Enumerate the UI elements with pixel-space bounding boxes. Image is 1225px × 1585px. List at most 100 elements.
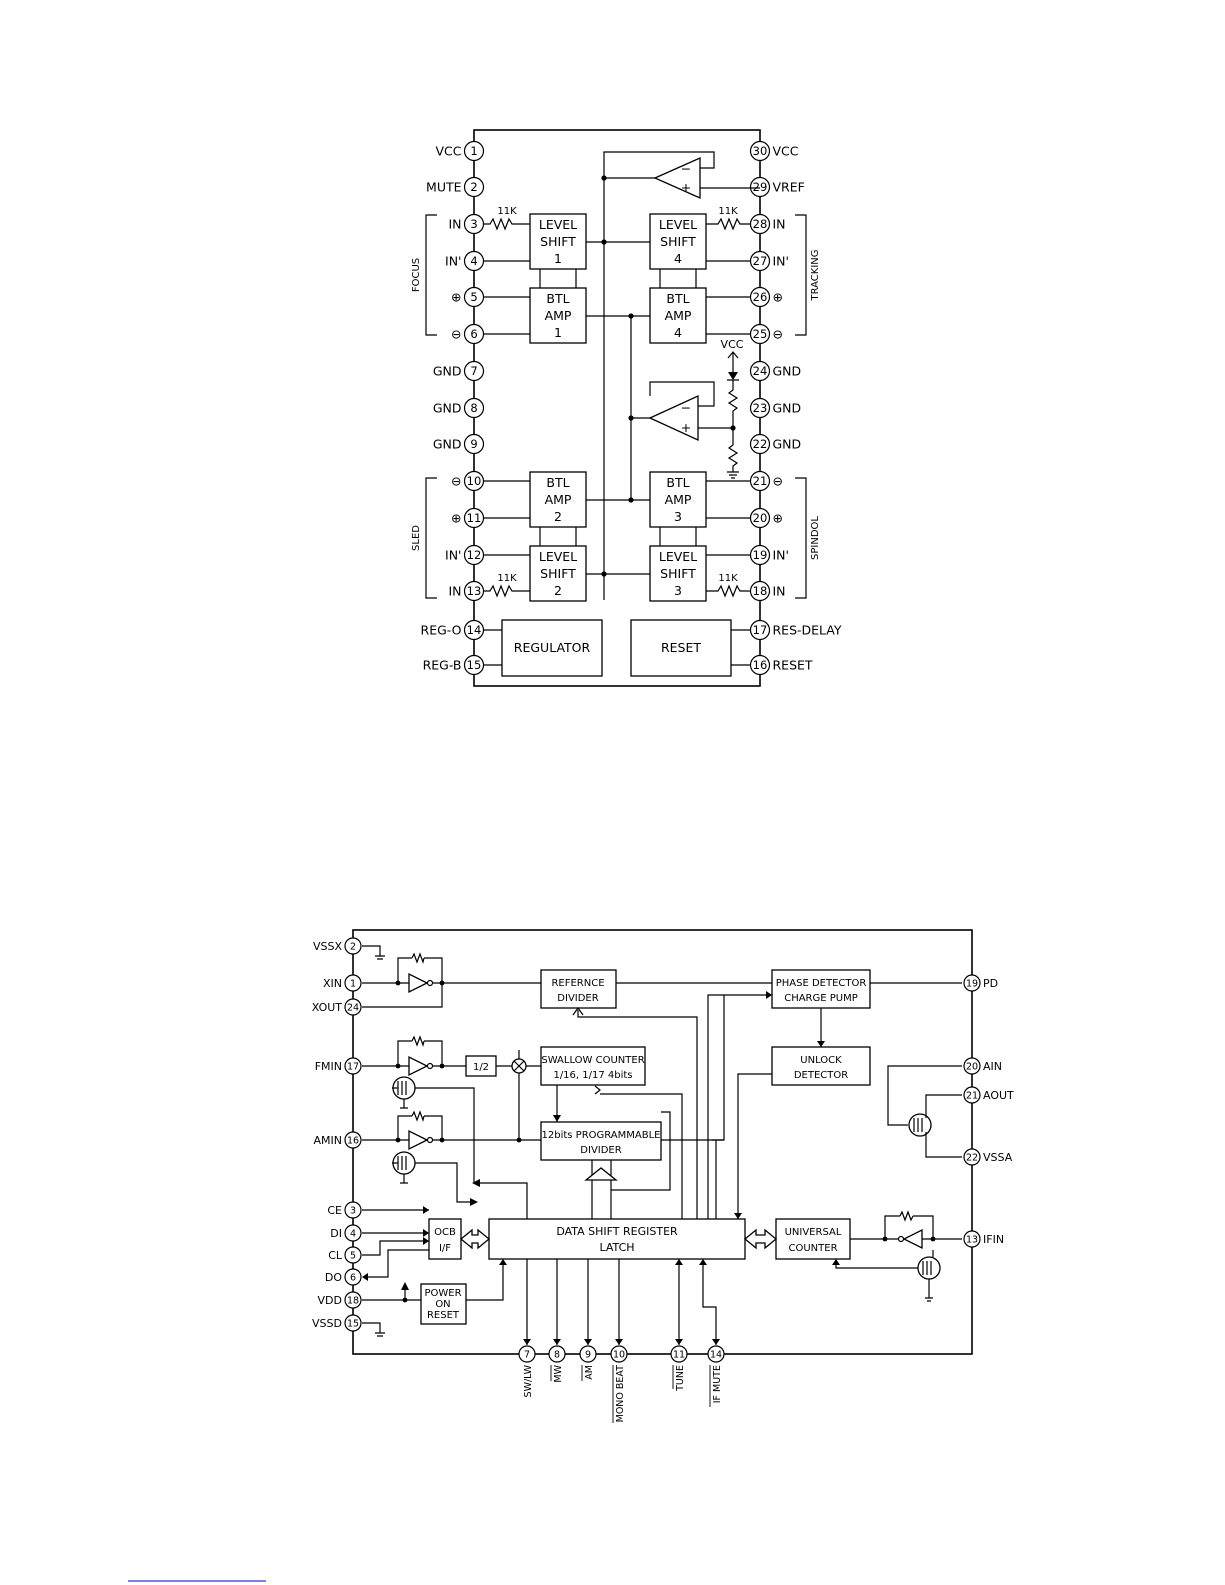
pin-label: IN [773,217,786,232]
svg-text:3: 3 [674,583,682,598]
pin-label: VCC [435,144,461,159]
pin-label: GND [433,437,462,452]
pin-21: 21 ⊖ [749,470,783,492]
pin-4: 4DI [330,1224,362,1242]
pin-label: VDD [318,1294,342,1307]
pin-label: VSSD [312,1317,342,1330]
svg-text:4: 4 [674,251,682,266]
svg-text:REFERNCE: REFERNCE [551,978,604,989]
svg-text:−: − [681,161,691,176]
universal-counter: UNIVERSAL COUNTER [775,1218,851,1260]
pin-number: 13 [966,1234,978,1245]
btl-amp-3: BTL AMP 3 [649,471,707,528]
pin-number: 4 [470,254,477,268]
pin-label: VSSA [983,1151,1013,1164]
svg-text:DIVIDER: DIVIDER [557,993,598,1004]
pin-number: 5 [350,1250,356,1261]
pin-number: 18 [347,1295,359,1306]
pin-number: 18 [753,584,768,598]
resistor-11k-pin13: 11K [497,573,517,584]
svg-text:SHIFT: SHIFT [660,234,696,249]
pin-4: 4IN' [445,250,485,272]
pin-15: 15 VSSD [312,1314,362,1332]
pin-label: DI [330,1227,342,1240]
svg-text:BTL: BTL [546,475,569,490]
pin-20: 20⊕ [749,507,783,529]
pin-label: GND [773,401,802,416]
svg-text:LEVEL: LEVEL [539,549,577,564]
svg-text:CHARGE PUMP: CHARGE PUMP [784,993,858,1004]
vcc-divider-label: VCC [721,338,744,351]
pin-number: 16 [753,658,768,672]
ic2-left-pins: 2VSSX1XIN24XOUT17FMIN16AMIN3CE4DI5CL6DO1… [312,937,362,1332]
svg-text:1/2: 1/2 [473,1062,489,1073]
phase-detector-charge-pump: PHASE DETECTOR CHARGE PUMP [771,969,871,1009]
pin-label: ⊖ [773,474,783,489]
svg-text:RESET: RESET [427,1310,460,1321]
pin-number: 22 [753,437,768,451]
pin-label: IFIN [983,1233,1004,1246]
bias-opamp: − + [648,394,699,442]
reference-divider: REFERNCE DIVIDER [540,969,617,1009]
svg-text:UNLOCK: UNLOCK [800,1055,842,1066]
pin-number: 23 [753,401,768,415]
pin-label: XIN [323,977,342,990]
pin-number: 1 [350,978,356,989]
pin-number: 21 [753,474,768,488]
pin-number: 15 [347,1318,359,1329]
sled-bracket [425,477,437,599]
btl-amp-1: BTL AMP 1 [529,287,587,344]
pin-label: MONO BEAT [615,1365,626,1423]
pin-number: 17 [347,1061,359,1072]
svg-text:SHIFT: SHIFT [660,566,696,581]
pin-number: 7 [470,364,477,378]
pin-number: 9 [470,437,477,451]
pin-13: 13 IFIN [963,1230,1004,1248]
pin-number: 9 [585,1349,591,1360]
pin-18: 18 VDD [318,1291,362,1309]
pin-label: IN [773,584,786,599]
ic1-left-pins: 1VCC2MUTE3IN4IN'5⊕6⊖7GND8GND9GND10⊖11⊕12… [421,140,485,676]
pin-5: 5⊕ [451,286,485,308]
svg-text:SWALLOW COUNTER: SWALLOW COUNTER [541,1055,644,1066]
servo-driver-block-diagram: 1VCC2MUTE3IN4IN'5⊕6⊖7GND8GND9GND10⊖11⊕12… [411,129,842,687]
svg-text:3: 3 [674,509,682,524]
pin-label: GND [433,401,462,416]
pin-number: 15 [467,658,482,672]
svg-text:DIVIDER: DIVIDER [580,1145,621,1156]
svg-text:REGULATOR: REGULATOR [514,640,591,655]
pin-number: 3 [470,217,477,231]
reset-block: RESET [630,619,732,677]
pin-label: ⊕ [451,511,461,526]
svg-text:4: 4 [674,325,682,340]
unlock-detector: UNLOCK DETECTOR [771,1046,871,1086]
svg-text:BTL: BTL [546,291,569,306]
pin-number: 25 [753,327,768,341]
pin-label: SW/LW [523,1364,534,1397]
pin-number: 2 [350,941,356,952]
pin-18: 18 IN [749,580,786,602]
pin-label: CL [328,1249,343,1262]
pin-number: 2 [470,180,477,194]
pin-3: 3IN [448,213,485,235]
pin-25: 25⊖ [749,323,783,345]
pin-label: ⊕ [451,290,461,305]
svg-text:SHIFT: SHIFT [540,566,576,581]
ocb-interface: OCB I/F [428,1218,462,1260]
pin-label: AMIN [314,1134,343,1147]
svg-text:AMP: AMP [545,308,572,323]
pin-number: 19 [753,548,768,562]
pin-number: 11 [673,1349,685,1360]
pin-number: 24 [347,1002,359,1013]
